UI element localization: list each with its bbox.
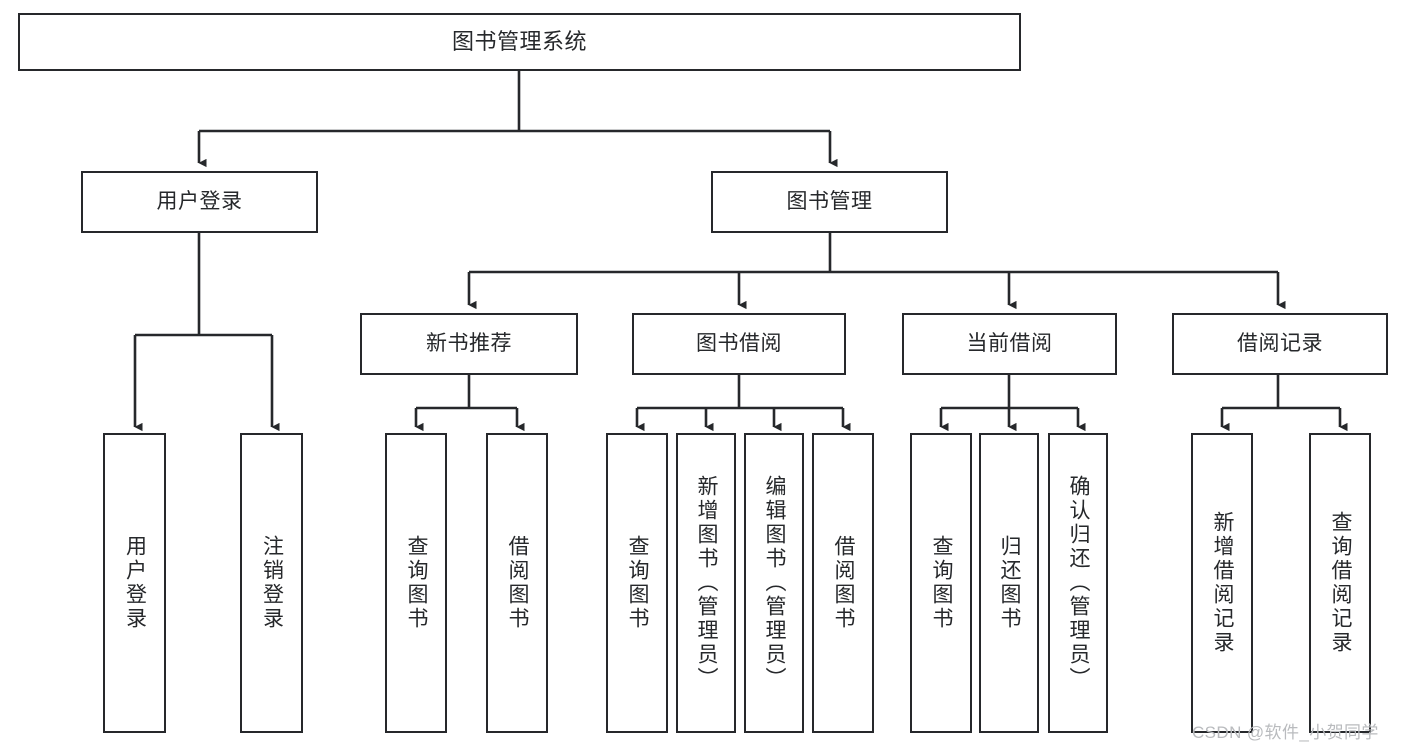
node-book-management[interactable]: 图书管理 [711, 171, 948, 233]
node-label: 图书借阅 [696, 331, 782, 355]
node-label: 查询图书 [405, 535, 429, 631]
leaf-add-book-admin[interactable]: 新增图书（管理员） [676, 433, 736, 733]
node-label: 当前借阅 [966, 331, 1053, 355]
leaf-query-book-recommendation[interactable]: 查询图书 [385, 433, 447, 733]
csdn-watermark: CSDN @软件_小贺同学 [1192, 723, 1379, 742]
leaf-query-book-borrowing[interactable]: 查询图书 [606, 433, 668, 733]
node-label: 编辑图书（管理员） [763, 475, 787, 691]
leaf-query-book-current[interactable]: 查询图书 [910, 433, 972, 733]
node-label: 新增借阅记录 [1211, 511, 1235, 655]
leaf-add-borrowing-record[interactable]: 新增借阅记录 [1191, 433, 1253, 733]
node-label: 查询图书 [930, 535, 954, 631]
leaf-confirm-return-admin[interactable]: 确认归还（管理员） [1048, 433, 1108, 733]
node-label: 归还图书 [998, 535, 1022, 631]
node-borrowing-record[interactable]: 借阅记录 [1172, 313, 1388, 375]
node-label: 新增图书（管理员） [695, 475, 719, 691]
leaf-logout[interactable]: 注销登录 [240, 433, 303, 733]
leaf-edit-book-admin[interactable]: 编辑图书（管理员） [744, 433, 804, 733]
node-label: 查询图书 [626, 535, 650, 631]
node-current-borrowing[interactable]: 当前借阅 [902, 313, 1117, 375]
node-label: 用户登录 [156, 189, 243, 213]
node-label: 图书管理 [786, 189, 873, 213]
node-label: 借阅记录 [1237, 331, 1323, 355]
leaf-user-login[interactable]: 用户登录 [103, 433, 166, 733]
node-label: 借阅图书 [832, 535, 856, 631]
node-label: 图书管理系统 [451, 29, 587, 55]
node-label: 注销登录 [260, 535, 284, 631]
leaf-borrow-book[interactable]: 借阅图书 [812, 433, 874, 733]
node-label: 用户登录 [123, 535, 147, 631]
leaf-return-book[interactable]: 归还图书 [979, 433, 1039, 733]
node-label: 查询借阅记录 [1329, 511, 1353, 655]
leaf-borrow-book-recommendation[interactable]: 借阅图书 [486, 433, 548, 733]
node-label: 借阅图书 [506, 535, 530, 631]
node-user-login[interactable]: 用户登录 [81, 171, 318, 233]
node-book-management-system[interactable]: 图书管理系统 [18, 13, 1021, 71]
node-new-book-recommendation[interactable]: 新书推荐 [360, 313, 578, 375]
node-label: 确认归还（管理员） [1067, 475, 1091, 691]
leaf-query-borrowing-record[interactable]: 查询借阅记录 [1309, 433, 1371, 733]
node-book-borrowing[interactable]: 图书借阅 [632, 313, 846, 375]
node-label: 新书推荐 [426, 331, 512, 355]
